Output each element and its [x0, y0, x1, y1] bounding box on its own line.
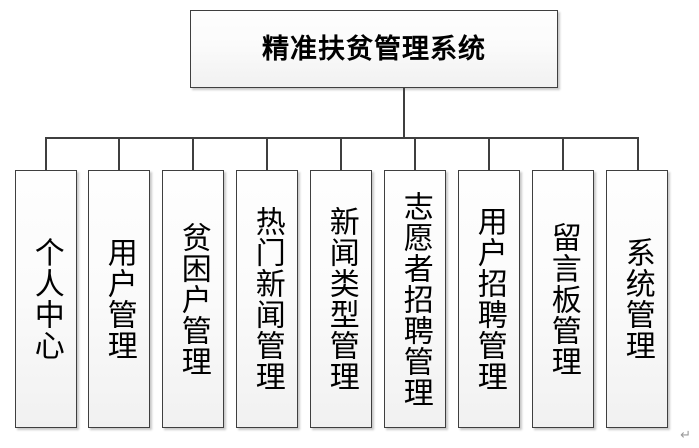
leaf-node-5-label: 新闻类型管理: [323, 206, 359, 392]
leaf-node-1-label: 个人中心: [28, 237, 64, 361]
paragraph-mark-icon: ↵: [680, 428, 691, 443]
connector-horizontal-bus: [45, 137, 639, 139]
leaf-node-5[interactable]: 新闻类型管理: [310, 170, 372, 428]
connector-drop-1: [45, 137, 47, 170]
connector-drop-5: [340, 137, 342, 170]
leaf-node-2-label: 用户管理: [101, 237, 137, 361]
leaf-node-1[interactable]: 个人中心: [15, 170, 77, 428]
connector-root-drop: [403, 88, 405, 138]
root-node-label: 精准扶贫管理系统: [262, 33, 486, 65]
connector-drop-3: [192, 137, 194, 170]
connector-drop-9: [637, 137, 639, 170]
leaf-node-7-label: 用户招聘管理: [471, 206, 507, 392]
leaf-node-3[interactable]: 贫困户管理: [162, 170, 224, 428]
leaf-node-8-label: 留言板管理: [545, 221, 581, 377]
leaf-node-3-label: 贫困户管理: [175, 221, 211, 377]
leaf-node-8[interactable]: 留言板管理: [532, 170, 594, 428]
leaf-node-7[interactable]: 用户招聘管理: [458, 170, 520, 428]
leaf-node-9-label: 系统管理: [619, 237, 655, 361]
leaf-node-4[interactable]: 热门新闻管理: [236, 170, 298, 428]
connector-drop-4: [266, 137, 268, 170]
connector-drop-7: [488, 137, 490, 170]
connector-drop-6: [414, 137, 416, 170]
connector-drop-2: [118, 137, 120, 170]
connector-drop-8: [562, 137, 564, 170]
leaf-node-6[interactable]: 志愿者招聘管理: [384, 170, 446, 428]
root-node-system-title[interactable]: 精准扶贫管理系统: [190, 10, 558, 88]
leaf-node-4-label: 热门新闻管理: [249, 206, 285, 392]
leaf-node-6-label: 志愿者招聘管理: [397, 190, 433, 408]
leaf-node-2[interactable]: 用户管理: [88, 170, 150, 428]
leaf-node-9[interactable]: 系统管理: [606, 170, 668, 428]
